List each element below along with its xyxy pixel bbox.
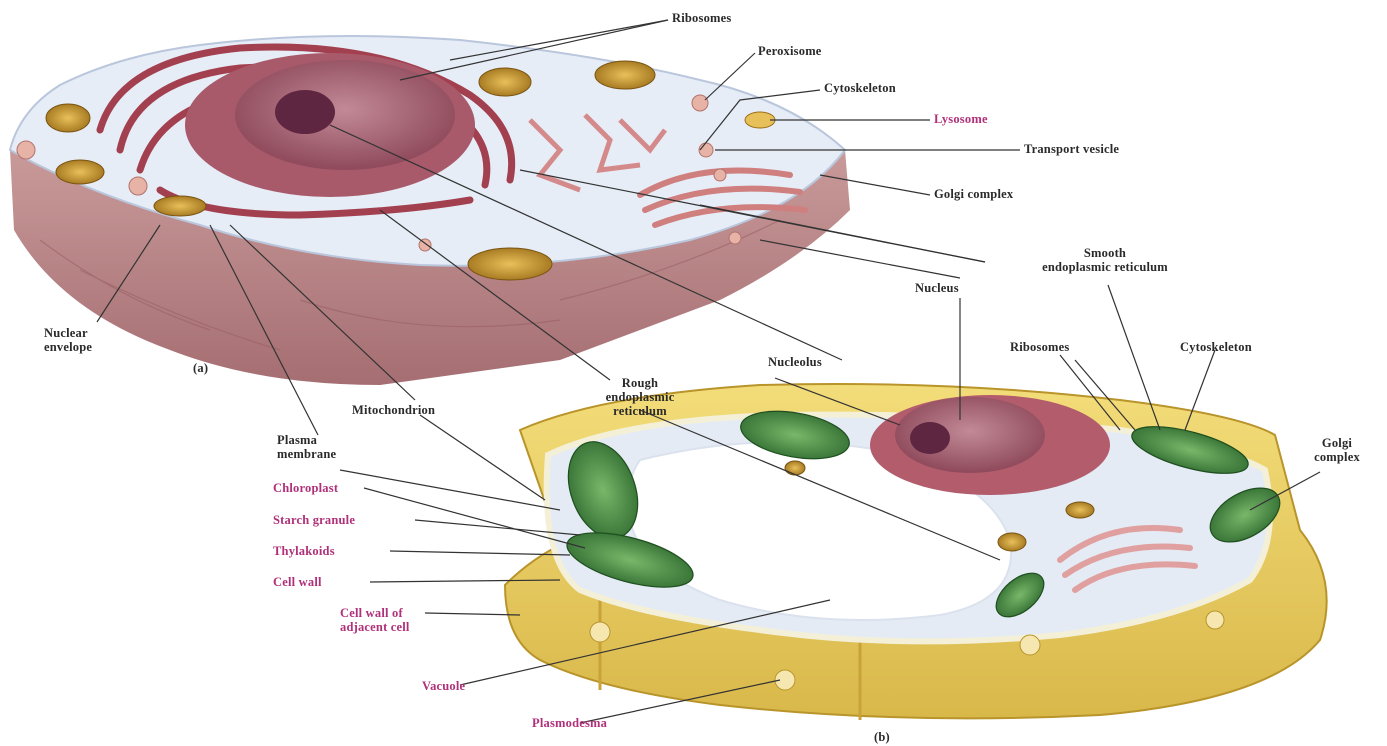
label-smooth-er: Smooth endoplasmic reticulum <box>990 246 1220 274</box>
label-nuclear-envelope: Nuclear envelope <box>44 326 92 354</box>
label-golgi-complex-animal: Golgi complex <box>934 187 1013 201</box>
label-plasma-membrane: Plasma membrane <box>277 433 336 461</box>
label-peroxisome: Peroxisome <box>758 44 822 58</box>
label-nucleus: Nucleus <box>915 281 959 295</box>
label-thylakoids: Thylakoids <box>273 544 335 558</box>
animal-nucleus <box>235 60 455 170</box>
label-vacuole: Vacuole <box>422 679 465 693</box>
label-golgi-complex-plant: Golgi complex <box>1298 436 1376 464</box>
label-ribosomes-animal: Ribosomes <box>672 11 731 25</box>
label-cytoskeleton-animal: Cytoskeleton <box>824 81 896 95</box>
panel-label-a: (a) <box>193 361 208 375</box>
label-mitochondrion: Mitochondrion <box>352 403 435 417</box>
label-nucleolus: Nucleolus <box>768 355 822 369</box>
label-cytoskeleton-plant: Cytoskeleton <box>1180 340 1252 354</box>
label-plasmodesma: Plasmodesma <box>532 716 607 730</box>
label-rough-er: Rough endoplasmic reticulum <box>575 376 705 418</box>
panel-label-b: (b) <box>874 730 890 744</box>
plant-nucleolus <box>910 422 950 454</box>
label-chloroplast: Chloroplast <box>273 481 338 495</box>
label-transport-vesicle: Transport vesicle <box>1024 142 1119 156</box>
label-lysosome: Lysosome <box>934 112 988 126</box>
label-ribosomes-plant: Ribosomes <box>1010 340 1069 354</box>
label-cell-wall-adjacent: Cell wall of adjacent cell <box>340 606 410 634</box>
plant-cell <box>505 384 1327 720</box>
animal-nucleolus <box>275 90 335 134</box>
label-cell-wall: Cell wall <box>273 575 322 589</box>
label-starch-granule: Starch granule <box>273 513 355 527</box>
